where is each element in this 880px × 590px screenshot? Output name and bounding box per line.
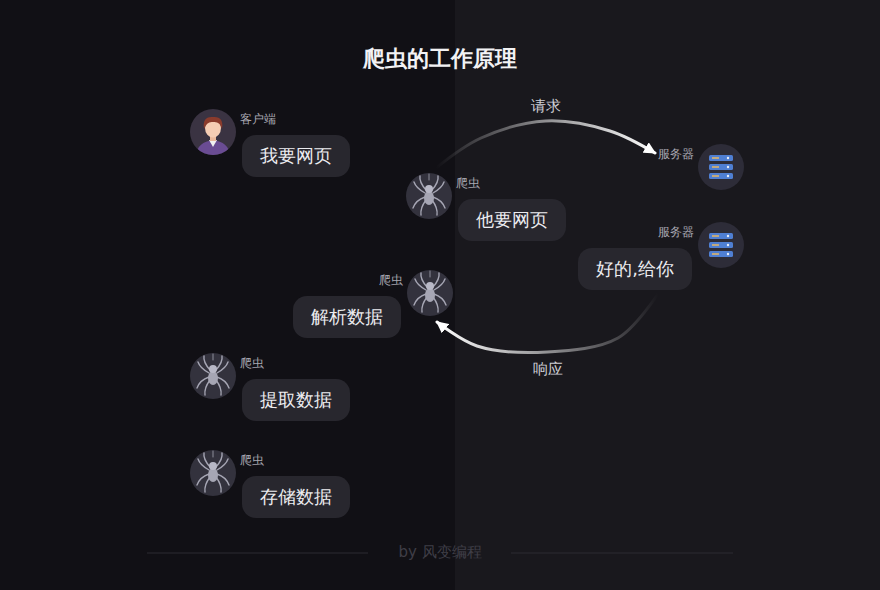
edge-label: 请求 bbox=[527, 97, 565, 116]
chat-node: 爬虫他要网页 bbox=[406, 173, 566, 241]
chat-bubble: 我要网页 bbox=[242, 135, 350, 177]
flow-arrow bbox=[437, 294, 658, 353]
diagram-title: 爬虫的工作原理 bbox=[0, 44, 880, 74]
bubble-text: 存储数据 bbox=[260, 486, 332, 507]
chat-node: 爬虫提取数据 bbox=[190, 353, 350, 421]
speaker-name: 客户端 bbox=[240, 112, 276, 126]
speaker-name: 爬虫 bbox=[456, 176, 480, 190]
speaker-name: 服务器 bbox=[658, 225, 694, 239]
chat-node: 服务器好的,给你 bbox=[578, 222, 744, 290]
footer-credit: by 风变编程 bbox=[0, 543, 880, 562]
bubble-text: 我要网页 bbox=[260, 145, 332, 166]
chat-bubble: 提取数据 bbox=[242, 379, 350, 421]
speaker-name: 爬虫 bbox=[240, 453, 264, 467]
bubble-text: 提取数据 bbox=[260, 389, 332, 410]
chat-bubble: 他要网页 bbox=[458, 199, 566, 241]
bubble-text: 解析数据 bbox=[311, 306, 383, 327]
speaker-name: 服务器 bbox=[658, 147, 694, 161]
bubble-text: 他要网页 bbox=[476, 209, 548, 230]
chat-node: 服务器 bbox=[658, 144, 744, 190]
speaker-name: 爬虫 bbox=[240, 356, 264, 370]
chat-bubble: 存储数据 bbox=[242, 476, 350, 518]
chat-bubble: 好的,给你 bbox=[578, 248, 692, 290]
chat-node: 爬虫解析数据 bbox=[293, 270, 453, 338]
speaker-name: 爬虫 bbox=[379, 273, 403, 287]
edge-label: 响应 bbox=[529, 360, 567, 379]
chat-node: 客户端我要网页 bbox=[190, 109, 350, 177]
chat-bubble: 解析数据 bbox=[293, 296, 401, 338]
chat-node: 爬虫存储数据 bbox=[190, 450, 350, 518]
flow-arrow bbox=[436, 121, 655, 168]
bubble-text: 好的,给你 bbox=[596, 258, 674, 279]
